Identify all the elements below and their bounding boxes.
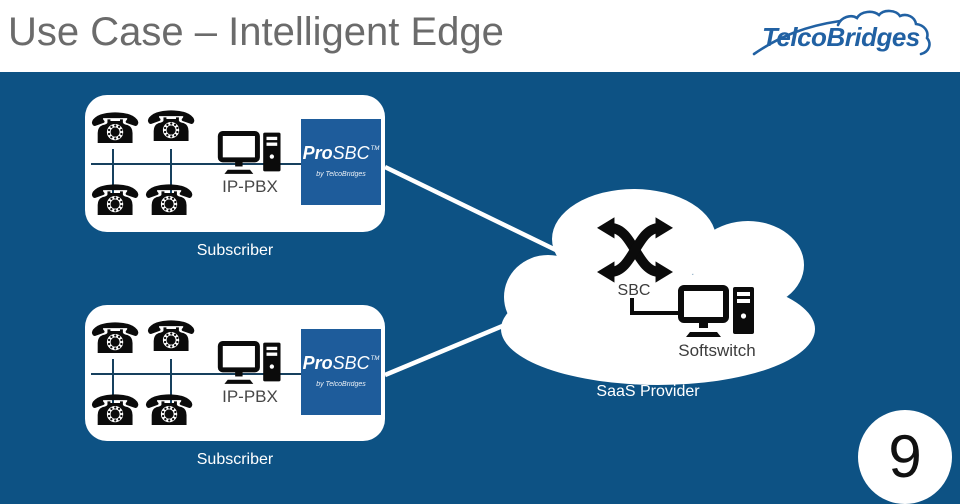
- sbc-crossed-arrows-icon: [597, 217, 673, 283]
- ip-pbx-label: IP-PBX: [222, 387, 278, 406]
- prosbc-pro: Pro: [302, 143, 333, 163]
- prosbc-wordmark: ProSBCTM: [301, 353, 381, 374]
- logo-telco: Telco: [762, 22, 827, 52]
- pbx-bus-line: [91, 373, 301, 375]
- phone-icon: ☎: [145, 102, 198, 151]
- logo-wordmark: TelcoBridges: [762, 22, 920, 53]
- prosbc-logo: ProSBCTM by TelcoBridges: [301, 329, 381, 415]
- logo-cloud-swoosh-icon: [752, 9, 931, 56]
- phone-icon: ☎: [143, 386, 196, 435]
- slide-header: Use Case – Intelligent Edge TelcoBridges: [0, 0, 960, 72]
- prosbc-tm: TM: [370, 356, 380, 362]
- computer-icon: [678, 285, 754, 337]
- prosbc-logo: ProSBCTM by TelcoBridges: [301, 119, 381, 205]
- phone-drop-line: [112, 359, 114, 403]
- phone-icon: ☎: [89, 386, 142, 435]
- prosbc-sbc: SBC: [332, 143, 370, 163]
- phone-drop-line: [170, 359, 172, 403]
- page-number-badge: 9: [858, 410, 952, 504]
- subscriber-box-1: ☎ ☎ ☎ ☎ IP-PBX ProSBCTM by TelcoBridges: [85, 95, 385, 232]
- connector-subscriber1-cloud: [384, 164, 561, 255]
- sbc-label: SBC: [617, 282, 651, 299]
- phone-drop-line: [112, 149, 114, 193]
- connector-subscriber2-cloud: [384, 319, 513, 378]
- telcobridges-logo: TelcoBridges: [752, 6, 942, 68]
- connector-sbc-softswitch: [630, 298, 679, 315]
- phone-icon: ☎: [143, 176, 196, 225]
- page-title: Use Case – Intelligent Edge: [8, 10, 504, 54]
- diagram-canvas: ☎ ☎ ☎ ☎ IP-PBX ProSBCTM by TelcoBridges …: [0, 72, 960, 504]
- computer-icon: [217, 341, 281, 384]
- prosbc-sbc: SBC: [332, 353, 370, 373]
- phone-icon: ☎: [89, 176, 142, 225]
- softswitch-label: Softswitch: [678, 341, 756, 360]
- prosbc-byline: by TelcoBridges: [316, 171, 366, 178]
- prosbc-wordmark: ProSBCTM: [301, 143, 381, 164]
- logo-bridges: Bridges: [826, 22, 920, 52]
- phone-icon: ☎: [145, 312, 198, 361]
- subscriber-box-2: ☎ ☎ ☎ ☎ IP-PBX ProSBCTM by TelcoBridges: [85, 305, 385, 441]
- prosbc-tm: TM: [370, 146, 380, 152]
- prosbc-byline: by TelcoBridges: [316, 381, 366, 388]
- phone-icon: ☎: [89, 104, 142, 153]
- saas-provider-label: SaaS Provider: [596, 383, 700, 400]
- prosbc-pro: Pro: [302, 353, 333, 373]
- computer-icon: [217, 131, 281, 174]
- subscriber-label-2: Subscriber: [196, 451, 274, 468]
- pbx-bus-line: [91, 163, 301, 165]
- phone-icon: ☎: [89, 314, 142, 363]
- phone-drop-line: [170, 149, 172, 193]
- ip-pbx-label: IP-PBX: [222, 177, 278, 196]
- subscriber-label-1: Subscriber: [196, 242, 274, 259]
